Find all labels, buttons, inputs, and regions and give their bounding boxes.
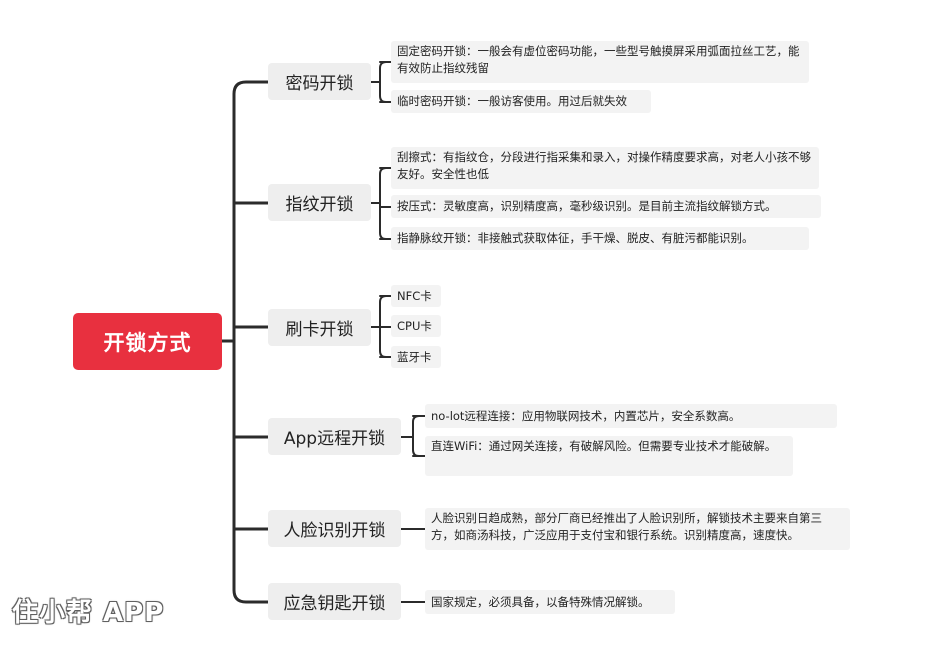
sub-bracket [379, 167, 387, 240]
watermark: 住小帮 APP [12, 598, 165, 628]
category-card-unlock: 刷卡开锁 [268, 309, 371, 346]
leaf-cpu-card: CPU卡 [391, 315, 441, 337]
leaf-press-fingerprint: 按压式：灵敏度高，识别精度高，毫秒级识别。是目前主流指纹解锁方式。 [391, 195, 821, 218]
leaf-face-recognition: 人脸识别日趋成熟，部分厂商已经推出了人脸识别所，解锁技术主要来自第三方，如商汤科… [425, 508, 850, 550]
category-password-unlock: 密码开锁 [268, 63, 371, 100]
main-spine [232, 80, 270, 604]
leaf-nfc-card: NFC卡 [391, 285, 441, 307]
category-emergency-key-unlock: 应急钥匙开锁 [268, 583, 401, 620]
leaf-emergency-key: 国家规定，必须具备，以备特殊情况解锁。 [425, 590, 675, 614]
leaf-fixed-password: 固定密码开锁：一般会有虚位密码功能，一些型号触摸屏采用弧面拉丝工艺，能有效防止指… [391, 41, 809, 83]
category-fingerprint-unlock: 指纹开锁 [268, 184, 371, 221]
sub-bracket [412, 415, 420, 457]
leaf-finger-vein: 指静脉纹开锁：非接触式获取体征，手干燥、脱皮、有脏污都能识别。 [391, 227, 809, 250]
leaf-direct-wifi: 直连WiFi：通过网关连接，有破解风险。但需要专业技术才能破解。 [425, 436, 793, 476]
leaf-bluetooth-card: 蓝牙卡 [391, 346, 441, 368]
leaf-iot-remote: no-lot远程连接：应用物联网技术，内置芯片，安全系数高。 [425, 404, 837, 428]
category-app-remote-unlock: App远程开锁 [268, 418, 401, 455]
root-node: 开锁方式 [73, 313, 222, 370]
leaf-swipe-fingerprint: 刮擦式：有指纹仓，分段进行指采集和录入，对操作精度要求高，对老人小孩不够友好。安… [391, 147, 819, 189]
sub-bracket [379, 61, 387, 103]
category-face-unlock: 人脸识别开锁 [268, 510, 401, 547]
leaf-temporary-password: 临时密码开锁：一般访客使用。用过后就失效 [391, 90, 651, 113]
